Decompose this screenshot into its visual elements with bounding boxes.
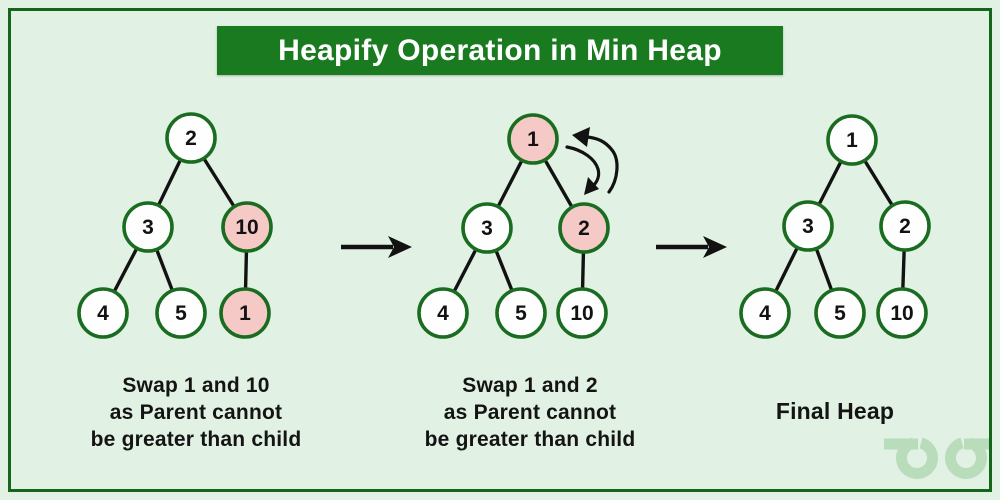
page-title: Heapify Operation in Min Heap — [278, 33, 722, 67]
title-banner: Heapify Operation in Min Heap — [217, 26, 783, 75]
caption-line: Swap 1 and 2 — [462, 374, 598, 397]
node-value: 10 — [235, 216, 258, 239]
logo-right-g — [945, 437, 987, 479]
node-value: 1 — [527, 128, 539, 151]
node-circle — [826, 114, 878, 166]
caption-line: Final Heap — [775, 398, 895, 424]
node-value: 10 — [890, 302, 913, 325]
node-value: 4 — [759, 302, 771, 325]
node-value: 2 — [185, 127, 197, 150]
node-circle-highlighted — [219, 287, 271, 339]
tree-node-values: 1 3 2 4 5 10 — [437, 128, 594, 325]
tree-nodes — [417, 113, 610, 339]
caption-line: as Parent cannot — [109, 401, 283, 424]
tree-nodes — [739, 114, 931, 339]
node-value: 3 — [802, 215, 814, 238]
node-circle — [739, 287, 791, 339]
caption-line: as Parent cannot — [443, 401, 617, 424]
tree-node-values: 2 3 10 4 5 1 — [97, 127, 259, 325]
caption-line: be greater than child — [90, 428, 302, 451]
node-value: 5 — [834, 302, 846, 325]
node-value: 3 — [481, 217, 493, 240]
logo-left-g — [896, 437, 938, 479]
node-circle — [77, 287, 129, 339]
node-value: 4 — [437, 302, 449, 325]
tree-node-values: 1 3 2 4 5 10 — [759, 129, 914, 325]
node-circle — [876, 287, 928, 339]
node-value: 2 — [578, 217, 590, 240]
node-circle — [461, 202, 513, 254]
node-circle — [417, 287, 469, 339]
node-circle — [814, 287, 866, 339]
caption-line: Swap 1 and 10 — [122, 374, 270, 397]
node-value: 5 — [515, 302, 527, 325]
node-value: 2 — [899, 215, 911, 238]
node-value: 5 — [175, 302, 187, 325]
step-right-arrow-icon — [656, 236, 727, 258]
node-circle — [165, 112, 217, 164]
geeksforgeeks-logo — [884, 437, 992, 479]
node-circle-highlighted — [221, 201, 273, 253]
caption-step-1: Swap 1 and 10 as Parent cannot be greate… — [40, 372, 352, 453]
node-circle — [122, 201, 174, 253]
node-circle — [556, 287, 608, 339]
caption-line: be greater than child — [424, 428, 636, 451]
node-value: 3 — [142, 216, 154, 239]
step-right-arrow-icon — [341, 236, 412, 258]
node-circle — [879, 200, 931, 252]
node-value: 4 — [97, 302, 109, 325]
node-value: 1 — [239, 302, 251, 325]
node-value: 1 — [846, 129, 858, 152]
node-circle — [155, 287, 207, 339]
node-circle — [782, 200, 834, 252]
node-circle-highlighted — [558, 202, 610, 254]
node-value: 10 — [570, 302, 593, 325]
tree-final: 1 3 2 4 5 10 — [739, 114, 931, 339]
node-circle-highlighted — [507, 113, 559, 165]
tree-after-first-swap: 1 3 2 4 5 10 — [417, 113, 619, 339]
swap-arrow-icon — [565, 127, 619, 195]
tree-nodes — [77, 112, 273, 339]
caption-final-heap: Final Heap — [730, 398, 940, 425]
caption-step-2: Swap 1 and 2 as Parent cannot be greater… — [374, 372, 686, 453]
node-circle — [495, 287, 547, 339]
tree-initial: 2 3 10 4 5 1 — [77, 112, 273, 339]
